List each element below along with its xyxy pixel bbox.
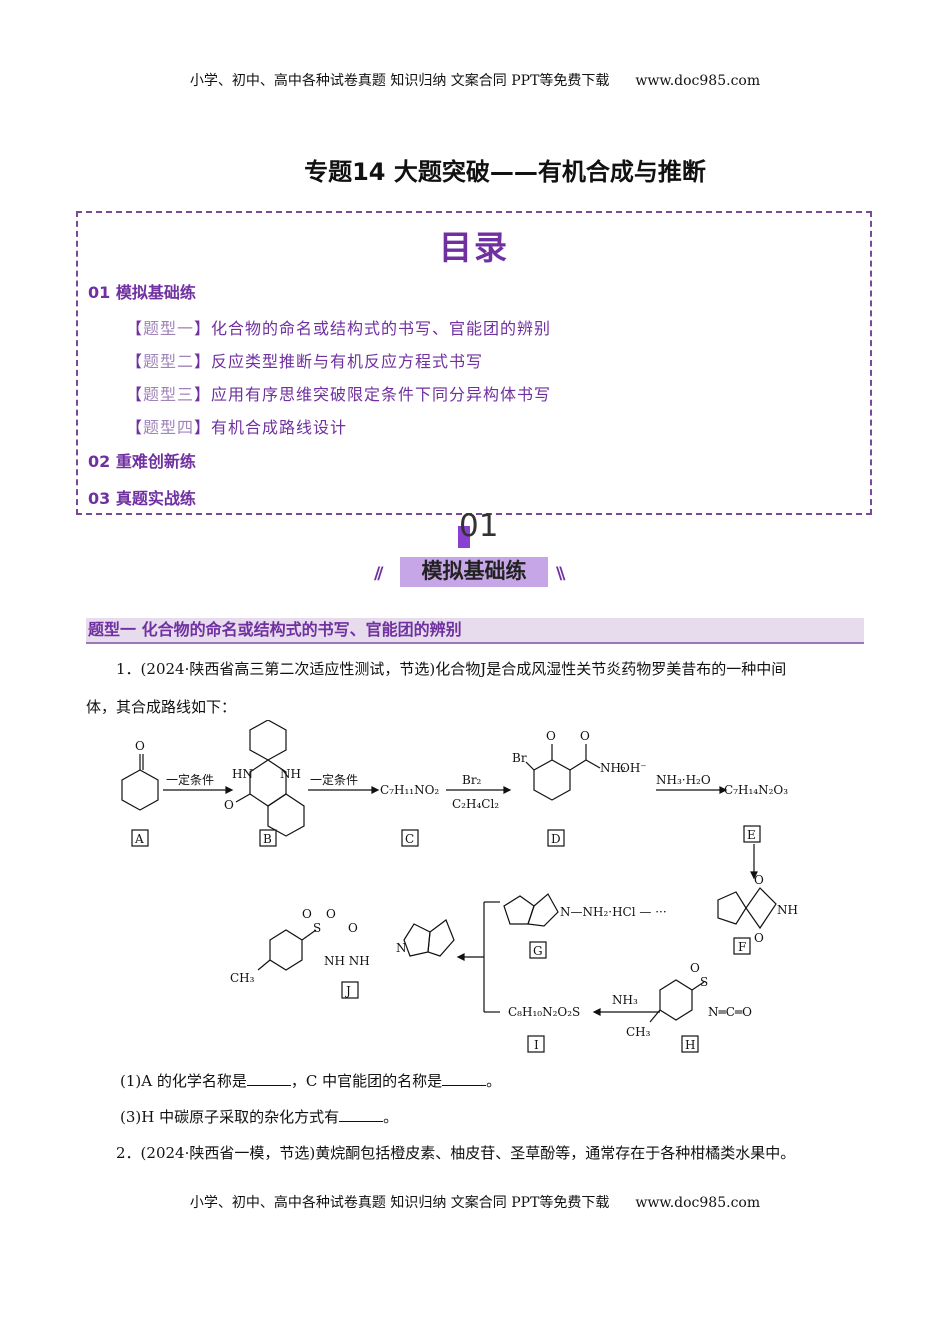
g-salt-label: N—NH₂·HCl — ··· bbox=[560, 905, 667, 919]
atom-label: O bbox=[754, 931, 764, 945]
reagent-oh: OH⁻ bbox=[620, 761, 647, 775]
toc-item-text: 有机合成路线设计 bbox=[211, 418, 348, 437]
answer-blank-1[interactable] bbox=[246, 1071, 291, 1086]
page-header: 小学、初中、高中各种试卷真题 知识归纳 文案合同 PPT等免费下载 www.doc… bbox=[0, 70, 950, 90]
atom-label: CH₃ bbox=[626, 1025, 651, 1039]
label-h: H bbox=[685, 1038, 695, 1052]
badge-slash-left: // bbox=[374, 564, 384, 584]
atom-label: O bbox=[224, 798, 234, 812]
atom-label: Br bbox=[512, 751, 527, 765]
atom-label: O bbox=[546, 729, 556, 743]
atom-label: N═C═O bbox=[708, 1005, 752, 1019]
toc-tag: 【题型二】 bbox=[126, 352, 212, 371]
header-text: 小学、初中、高中各种试卷真题 知识归纳 文案合同 PPT等免费下载 bbox=[189, 73, 610, 89]
header-site[interactable]: www.doc985.com bbox=[635, 73, 761, 89]
molecule-b: HN NH O bbox=[224, 720, 305, 837]
toc-tag: 【题型三】 bbox=[126, 385, 212, 404]
badge-slash-right: \\ bbox=[556, 564, 566, 584]
badge-number: 01 bbox=[459, 508, 499, 544]
atom-label: S bbox=[313, 921, 321, 935]
molecule-a: O bbox=[121, 739, 159, 811]
label-i: I bbox=[534, 1038, 539, 1052]
toc-item-text: 反应类型推断与有机反应方程式书写 bbox=[211, 352, 484, 371]
question-type-heading: 题型一 化合物的命名或结构式的书写、官能团的辨别 bbox=[86, 618, 864, 644]
atom-label: S bbox=[700, 975, 708, 989]
q2-line1: 2．(2024·陕西省一模，节选)黄烷酮包括橙皮素、柚皮苷、圣草酚等，通常存在于… bbox=[116, 1144, 796, 1162]
label-b: B bbox=[263, 832, 272, 846]
footer-site[interactable]: www.doc985.com bbox=[635, 1195, 761, 1211]
answer-blank-2[interactable] bbox=[442, 1071, 487, 1086]
toc-item-text: 化合物的命名或结构式的书写、官能团的辨别 bbox=[211, 319, 552, 338]
toc-section-1[interactable]: 01 模拟基础练 bbox=[88, 283, 196, 302]
q1-sub1: (1)A 的化学名称是，C 中官能团的名称是。 bbox=[120, 1071, 502, 1090]
toc-item-1[interactable]: 【题型一】化合物的命名或结构式的书写、官能团的辨别 bbox=[126, 315, 551, 339]
toc-tag: 【题型一】 bbox=[126, 319, 212, 338]
molecule-f: NH O O bbox=[717, 873, 798, 945]
atom-label: HN bbox=[232, 767, 253, 781]
toc-tag: 【题型四】 bbox=[126, 418, 212, 437]
toc-item-text: 应用有序思维突破限定条件下同分异构体书写 bbox=[211, 385, 552, 404]
toc-item-2[interactable]: 【题型二】反应类型推断与有机反应方程式书写 bbox=[126, 348, 483, 372]
condition-2: 一定条件 bbox=[310, 772, 358, 787]
compound-labels: A B C D E F G H I J bbox=[131, 825, 761, 1053]
label-c: C bbox=[405, 832, 414, 846]
formula-c: C₇H₁₁NO₂ bbox=[380, 783, 439, 797]
molecule-j: CH₃ S O O NH NH O N bbox=[230, 907, 455, 985]
q1-line2: 体，其合成路线如下： bbox=[86, 698, 237, 716]
label-d: D bbox=[551, 832, 561, 846]
formula-i: C₈H₁₀N₂O₂S bbox=[508, 1005, 580, 1019]
molecule-g: N—NH₂·HCl — ··· bbox=[503, 893, 667, 927]
toc-heading: 目录 bbox=[439, 228, 509, 267]
atom-label: NH bbox=[777, 903, 798, 917]
atom-label: NH bbox=[280, 767, 301, 781]
reagent-nh3: NH₃ bbox=[612, 993, 638, 1007]
toc-box: 目录 01 模拟基础练 【题型一】化合物的命名或结构式的书写、官能团的辨别 【题… bbox=[76, 211, 872, 515]
atom-label: O bbox=[754, 873, 764, 887]
atom-label: O bbox=[326, 907, 336, 921]
reagent-solvent: C₂H₄Cl₂ bbox=[452, 797, 499, 811]
reagent-nh3h2o: NH₃·H₂O bbox=[656, 773, 711, 787]
answer-blank-3[interactable] bbox=[339, 1107, 384, 1122]
footer-text: 小学、初中、高中各种试卷真题 知识归纳 文案合同 PPT等免费下载 bbox=[189, 1195, 610, 1211]
reagent-br2: Br₂ bbox=[462, 773, 482, 787]
atom-label: O bbox=[348, 921, 358, 935]
atom-label: N bbox=[396, 941, 407, 955]
q1-line1: 1．(2024·陕西省高三第二次适应性测试，节选)化合物J是合成风湿性关节炎药物… bbox=[116, 660, 787, 678]
atom-label: O bbox=[690, 961, 700, 975]
label-a: A bbox=[134, 832, 144, 846]
label-e: E bbox=[747, 828, 756, 842]
label-g: G bbox=[533, 944, 543, 958]
atom-label: NH₂ bbox=[600, 761, 626, 775]
condition-1: 一定条件 bbox=[166, 772, 214, 787]
synthesis-route-diagram: O 一定条件 HN NH O 一定条件 C₇H₁₁NO₂ Br₂ C₂H₄Cl₂… bbox=[121, 720, 798, 1053]
page-footer: 小学、初中、高中各种试卷真题 知识归纳 文案合同 PPT等免费下载 www.doc… bbox=[0, 1192, 950, 1212]
toc-item-4[interactable]: 【题型四】有机合成路线设计 bbox=[126, 414, 347, 438]
formula-e: C₇H₁₄N₂O₃ bbox=[724, 783, 788, 797]
atom-label: NH NH bbox=[324, 954, 370, 968]
toc-section-2[interactable]: 02 重难创新练 bbox=[88, 452, 196, 471]
toc-section-3[interactable]: 03 真题实战练 bbox=[88, 489, 196, 508]
molecule-d: O Br O NH₂ bbox=[512, 729, 626, 801]
atom-label: CH₃ bbox=[230, 971, 255, 985]
molecule-h: CH₃ S O N═C═O bbox=[626, 961, 752, 1039]
atom-label: O bbox=[580, 729, 590, 743]
page-title: 专题14 大题突破——有机合成与推断 bbox=[304, 158, 706, 186]
q1-sub3: (3)H 中碳原子采取的杂化方式有。 bbox=[120, 1107, 399, 1126]
label-j: J bbox=[344, 984, 351, 998]
label-f: F bbox=[738, 940, 746, 954]
atom-label: O bbox=[302, 907, 312, 921]
toc-item-3[interactable]: 【题型三】应用有序思维突破限定条件下同分异构体书写 bbox=[126, 381, 551, 405]
badge-accent-bar bbox=[458, 526, 470, 548]
badge-label-bg bbox=[400, 557, 548, 587]
atom-label: O bbox=[135, 739, 145, 753]
badge-label: 模拟基础练 bbox=[421, 559, 527, 583]
